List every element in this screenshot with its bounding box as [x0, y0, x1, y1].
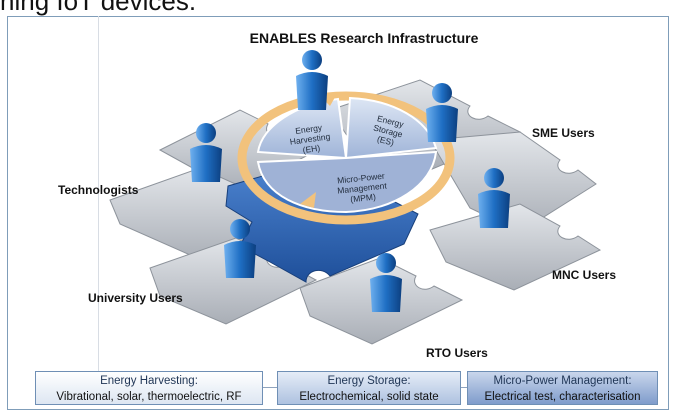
label-technologists: Technologists	[58, 183, 139, 197]
person-figure-bottom-left	[224, 219, 256, 278]
energy-storage-box-detail: Electrochemical, solid state	[299, 391, 439, 403]
puzzle-piece-right	[429, 131, 597, 233]
person-figure-top-right	[426, 83, 458, 142]
ring-outline	[237, 91, 455, 225]
central-ring	[237, 91, 455, 225]
micro-power-management-box: Micro-Power Management: Electrical test,…	[467, 371, 658, 405]
person-figure-right	[478, 168, 510, 228]
ring-arrow-head-top	[322, 92, 338, 106]
person-figures	[190, 50, 510, 312]
energy-harvesting-box-detail: Vibrational, solar, thermoelectric, RF	[56, 391, 242, 403]
connector-es-mpm	[461, 387, 467, 388]
person-figure-top	[296, 50, 328, 110]
energy-harvesting-box: Energy Harvesting: Vibrational, solar, t…	[35, 371, 263, 405]
ring-arrow-head-left	[300, 192, 316, 208]
energy-storage-box-title: Energy Storage:	[327, 375, 411, 387]
energy-storage-box: Energy Storage: Electrochemical, solid s…	[277, 371, 461, 405]
heading-text-fragment: ning IoT devices.	[0, 0, 197, 16]
diagram-title: ENABLES Research Infrastructure	[249, 30, 479, 46]
energy-harvesting-box-title: Energy Harvesting:	[100, 375, 198, 387]
puzzle-piece-bottom-right	[429, 203, 602, 291]
person-figure-bottom	[370, 253, 402, 312]
micro-power-management-box-title: Micro-Power Management:	[493, 375, 632, 387]
label-rto-users: RTO Users	[426, 346, 488, 360]
connector-eh-es	[263, 387, 277, 388]
micro-power-management-box-detail: Electrical test, characterisation	[484, 391, 641, 403]
frame-divider	[98, 16, 99, 372]
person-figure-left	[190, 123, 222, 182]
label-university-users: University Users	[88, 291, 183, 305]
segment-micro-power-management	[256, 150, 438, 214]
segment-energy-storage	[344, 96, 438, 160]
label-sme-users: SME Users	[532, 126, 595, 140]
label-mnc-users: MNC Users	[552, 268, 617, 282]
